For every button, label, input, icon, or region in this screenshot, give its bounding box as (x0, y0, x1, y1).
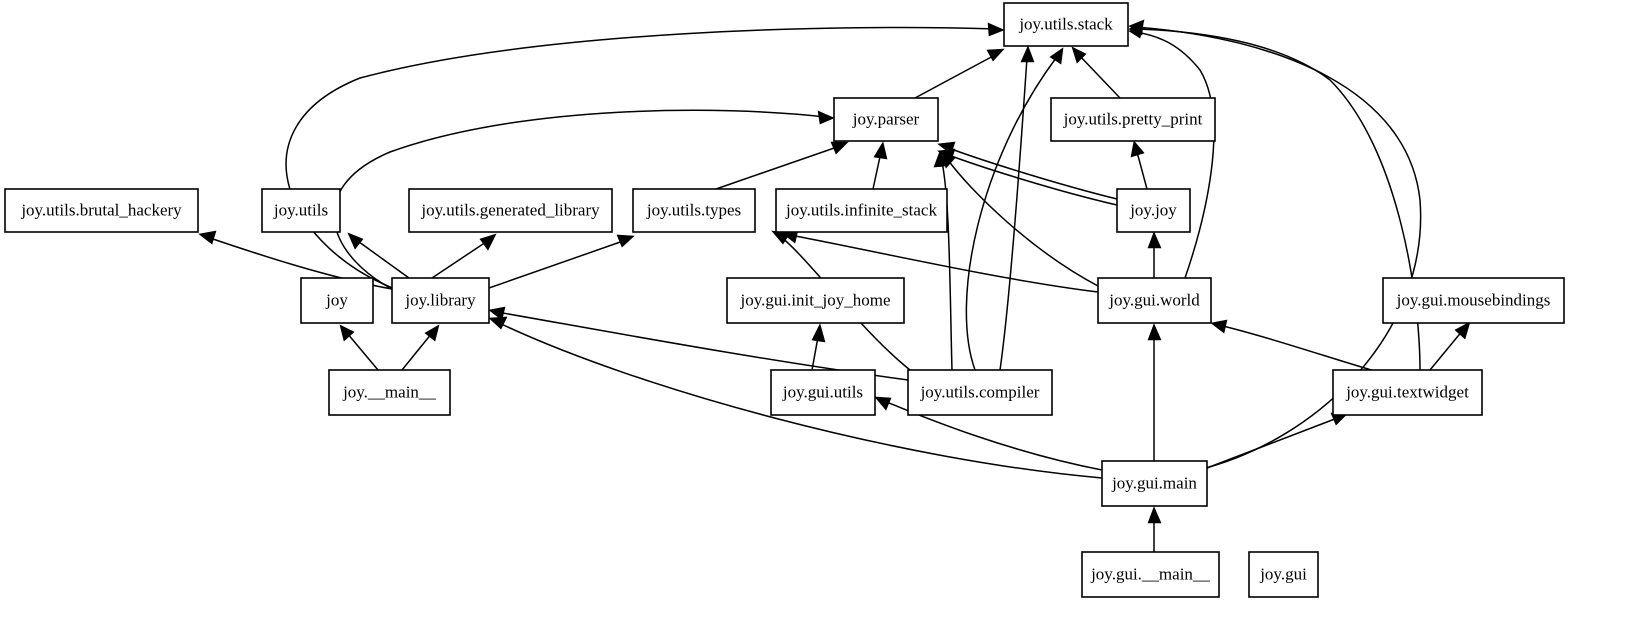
node-joy-gui-world[interactable]: joy.gui.world (1097, 277, 1212, 324)
node-box[interactable] (1382, 277, 1565, 324)
node-box[interactable] (1097, 277, 1212, 324)
node-label: joy.utils.generated_library (420, 200, 600, 219)
edge-joy-joy-to-joy-utils-pretty-print (1130, 140, 1148, 190)
node-joy-gui[interactable]: joy.gui (1248, 551, 1319, 598)
edge-joy-utils-infinite-stack-to-joy-parser (872, 141, 888, 190)
node-label: joy.gui.init_joy_home (739, 290, 890, 309)
node-label: joy.gui.world (1108, 290, 1200, 309)
node-label: joy.utils.brutal_hackery (20, 200, 182, 219)
edge-joy-gui-main-to-joy-gui-world (1147, 323, 1162, 461)
edge-joy-gui-textwidget-to-joy-gui-mousebindings (1429, 321, 1471, 371)
node-joy-gui-init-joy-home[interactable]: joy.gui.init_joy_home (726, 277, 905, 324)
node-box[interactable] (1332, 369, 1483, 416)
node-box[interactable] (1081, 551, 1220, 598)
edge-joy-main-to-joy-library (401, 324, 440, 371)
edge-joy-gui-utils-to-joy-gui-init-joy-home (811, 323, 826, 371)
node-label: joy.parser (852, 109, 920, 128)
edge-joy-gui-main-to-joy-utils-stack (1128, 19, 1422, 471)
edge-joy-library-to-joy-utils-types (488, 234, 635, 289)
node-box[interactable] (4, 188, 199, 233)
node-joy-utils-stack[interactable]: joy.utils.stack (1003, 2, 1129, 47)
node-joy-joy[interactable]: joy.joy (1116, 188, 1191, 233)
edge-joy-library-to-joy-utils (347, 232, 410, 279)
node-label: joy.utils.compiler (920, 382, 1040, 401)
node-box[interactable] (408, 188, 613, 233)
node-joy-utils-generated-library[interactable]: joy.utils.generated_library (408, 188, 613, 233)
node-joy-utils-types[interactable]: joy.utils.types (632, 188, 756, 233)
node-box[interactable] (726, 277, 905, 324)
node-label: joy.gui.mousebindings (1396, 290, 1551, 309)
node-joy-gui-utils[interactable]: joy.gui.utils (770, 369, 876, 416)
node-box[interactable] (1248, 551, 1319, 598)
node-box[interactable] (1003, 2, 1129, 47)
node-box[interactable] (1050, 97, 1216, 142)
node-label: joy.utils (273, 200, 328, 219)
node-joy-parser[interactable]: joy.parser (833, 97, 939, 142)
node-joy-utils-infinite-stack[interactable]: joy.utils.infinite_stack (775, 188, 948, 233)
node-label: joy.joy (1129, 200, 1177, 219)
edge-joy-gui-main-module-to-joy-gui-main (1147, 506, 1162, 552)
node-label: joy.utils.pretty_print (1063, 109, 1203, 128)
node-label: joy.library (404, 290, 476, 309)
node-joy-gui-main[interactable]: joy.gui.__main__ (1081, 551, 1220, 598)
edge-joy-utils-compiler-to-joy-utils-stack-2 (965, 47, 1064, 371)
edge-joy-parser-to-joy-utils-stack (914, 48, 1005, 99)
node-box[interactable] (328, 369, 451, 416)
node-joy-utils-compiler[interactable]: joy.utils.compiler (907, 369, 1053, 416)
edge-joy-library-to-joy-utils-generated-library (431, 233, 497, 279)
edge-layer (198, 19, 1471, 552)
node-label: joy.gui.__main__ (1090, 564, 1210, 583)
node-box[interactable] (775, 188, 948, 233)
edge-joy-utils-compiler-to-joy-utils-stack (999, 45, 1035, 371)
node-label: joy.gui.main (1111, 473, 1197, 492)
edge-joy-utils-pretty-print-to-joy-utils-stack (1071, 46, 1121, 99)
edge-joy-library-to-joy-utils-stack (285, 22, 1005, 291)
node-box[interactable] (770, 369, 876, 416)
node-box[interactable] (907, 369, 1053, 416)
node-joy-utils-pretty-print[interactable]: joy.utils.pretty_print (1050, 97, 1216, 142)
node-label: joy.__main__ (342, 382, 436, 401)
node-box[interactable] (300, 277, 374, 324)
node-box[interactable] (1101, 460, 1208, 507)
node-box[interactable] (261, 188, 341, 233)
node-label: joy.gui.textwidget (1345, 382, 1469, 401)
node-label: joy.gui.utils (782, 382, 863, 401)
node-joy[interactable]: joy (300, 277, 374, 324)
edge-joy-main-to-joy (339, 324, 379, 371)
edge-joy-gui-main-to-joy-gui-utils (874, 396, 1103, 471)
node-label: joy.gui (1259, 564, 1307, 583)
node-joy-gui-mousebindings[interactable]: joy.gui.mousebindings (1382, 277, 1565, 324)
node-label: joy.utils.infinite_stack (785, 200, 937, 219)
edge-joy-gui-world-to-joy-joy (1147, 231, 1162, 278)
node-joy-main[interactable]: joy.__main__ (328, 369, 451, 416)
node-label: joy.utils.stack (1018, 14, 1113, 33)
node-joy-gui-textwidget[interactable]: joy.gui.textwidget (1332, 369, 1483, 416)
edge-joy-utils-compiler-to-joy-parser (933, 150, 953, 371)
node-box[interactable] (632, 188, 756, 233)
edge-joy-utils-types-to-joy-parser (715, 141, 849, 190)
edge-joy-gui-main-to-joy-library (488, 316, 1103, 479)
node-box[interactable] (833, 97, 939, 142)
edge-joy-joy-to-joy-parser (937, 141, 1118, 200)
node-joy-gui-main[interactable]: joy.gui.main (1101, 460, 1208, 507)
node-label: joy.utils.types (646, 200, 741, 219)
node-joy-library[interactable]: joy.library (391, 277, 490, 324)
node-box[interactable] (391, 277, 490, 324)
edge-joy-library-to-joy-parser (333, 109, 835, 294)
edge-joy-joy-to-joy-parser-2 (937, 148, 1118, 206)
node-box[interactable] (1116, 188, 1191, 233)
node-label: joy (325, 290, 348, 309)
node-layer: joy.utils.stack joy.parser joy.utils.prett… (4, 2, 1565, 598)
node-joy-utils-brutal-hackery[interactable]: joy.utils.brutal_hackery (4, 188, 199, 233)
node-joy-utils[interactable]: joy.utils (261, 188, 341, 233)
edge-joy-gui-main-to-joy-gui-textwidget (1206, 412, 1349, 469)
